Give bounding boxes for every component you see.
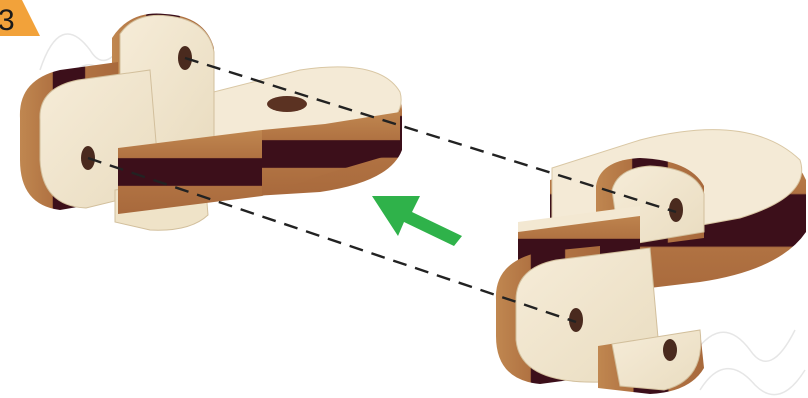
step-badge: 3	[0, 0, 40, 37]
left-hinge-part	[20, 14, 402, 231]
assembly-direction-arrow-icon	[372, 196, 462, 246]
step-number: 3	[0, 4, 15, 37]
left-plate-hole	[267, 96, 307, 112]
right-bottom-hole	[663, 339, 677, 361]
